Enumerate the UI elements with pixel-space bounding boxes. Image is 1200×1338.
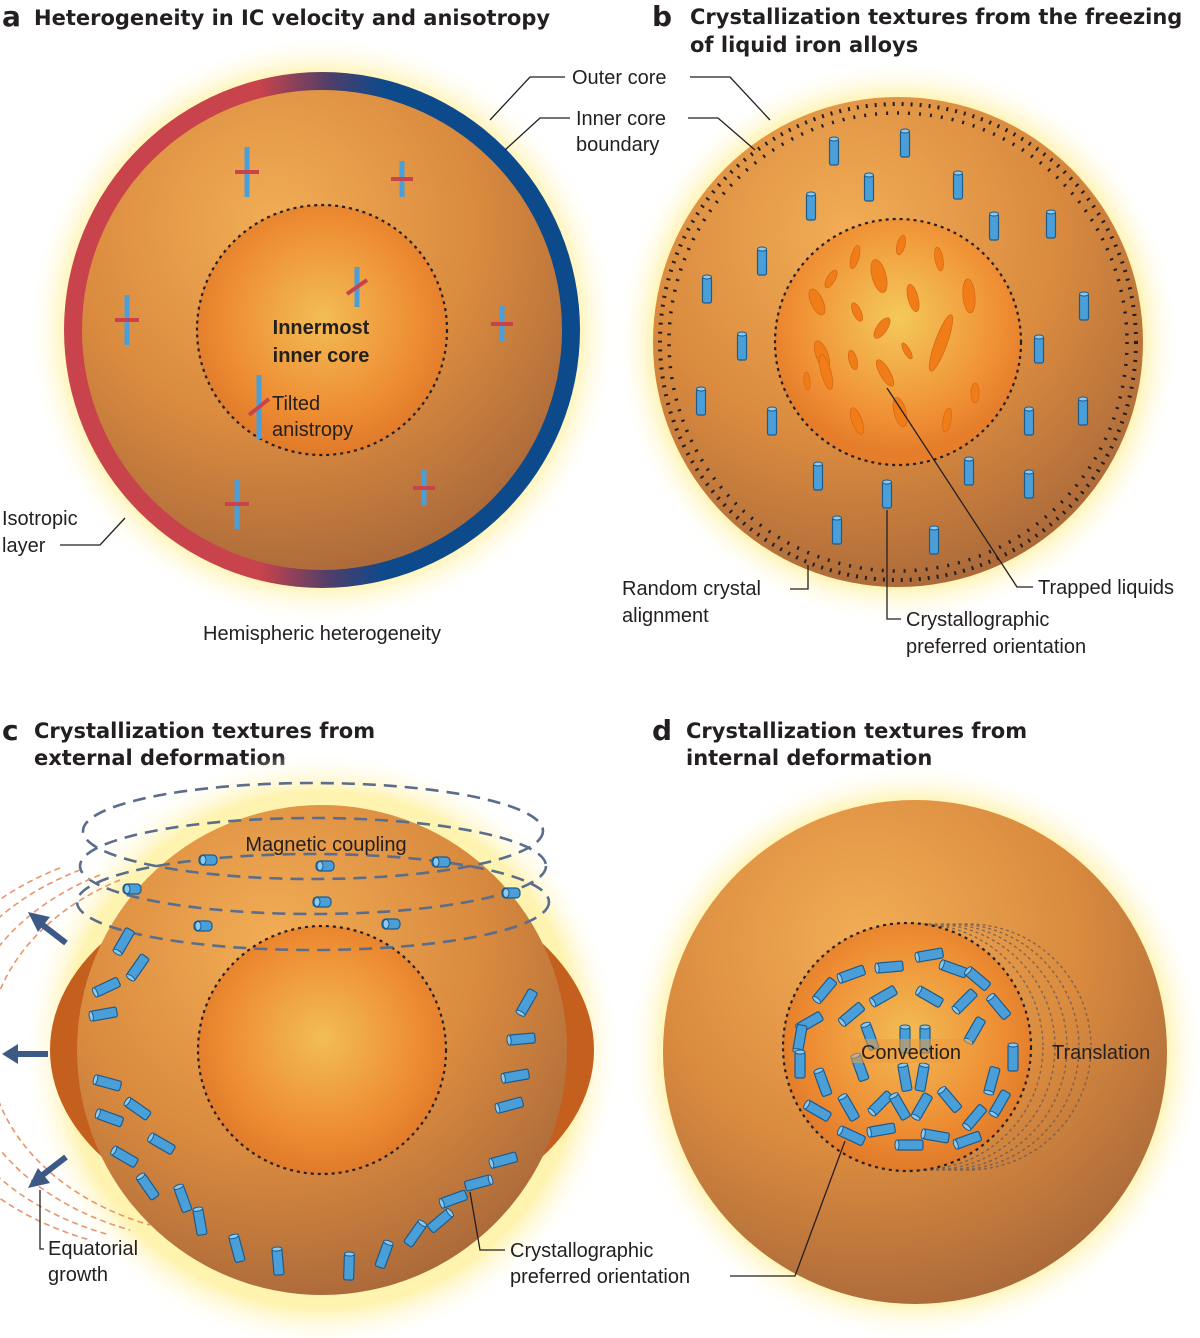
equatorial-leader: [39, 1190, 44, 1250]
panel-c-letter: c: [2, 714, 19, 747]
panel-c-title-1: Crystallization textures from: [34, 719, 375, 743]
equatorial-label-2: growth: [48, 1264, 108, 1286]
panel-b: b Crystallization textures from the free…: [489, 0, 1182, 658]
arrow-left-icon: [2, 1044, 48, 1064]
innermost-label-1: Innermost: [273, 317, 370, 339]
icb-label-2: boundary: [576, 134, 659, 156]
trapped-leader: [886, 387, 1033, 588]
panel-a: a Heterogeneity in IC velocity and aniso…: [2, 0, 618, 645]
outer-core-label: Outer core: [572, 67, 666, 89]
mushy-zone-inner: [667, 111, 1129, 573]
random-leader: [790, 565, 809, 590]
mushy-zone-outer: [658, 102, 1138, 582]
cpo-leader: [886, 510, 901, 620]
equatorial-growth-arrows: [0, 867, 151, 1241]
anisotropy-crystal-markers: [115, 147, 513, 529]
cpo-shared-leader: [730, 1140, 846, 1277]
arrow-down-left-icon: [28, 1154, 68, 1188]
icb-label-1: Inner core: [576, 108, 666, 130]
panel-d-letter: d: [652, 714, 672, 747]
panel-d-title-1: Crystallization textures from: [686, 719, 1027, 743]
random-label-1: Random crystal: [622, 578, 761, 600]
cpo-label-2: preferred orientation: [510, 1266, 690, 1288]
cpo-label-1: Crystallographic: [906, 609, 1049, 631]
panel-b-title-1: Crystallization textures from the freezi…: [690, 5, 1182, 29]
innermost-boundary: [195, 203, 449, 457]
tilted-label-2: anistropy: [272, 419, 353, 441]
innermost-inner-core: [198, 926, 446, 1174]
cpo-leader: [469, 1191, 505, 1251]
convection-label: Convection: [861, 1042, 961, 1064]
panel-a-title: Heterogeneity in IC velocity and anisotr…: [34, 6, 550, 30]
innermost-inner-core: [775, 219, 1021, 465]
panel-b-letter: b: [652, 0, 672, 33]
isotropic-leader: [60, 517, 126, 546]
arrow-up-left-icon: [28, 912, 68, 946]
magnetic-label: Magnetic coupling: [245, 834, 406, 856]
convection-label-bg: [850, 1039, 972, 1063]
panel-c: c Crystallization textures from external…: [0, 714, 690, 1338]
innermost-boundary: [781, 921, 1033, 1173]
outer-core-leader-a: [489, 76, 565, 121]
translation-label: Translation: [1052, 1042, 1150, 1064]
random-label-2: alignment: [622, 605, 709, 627]
outer-core-leader-b: [690, 76, 771, 121]
trapped-label: Trapped liquids: [1038, 577, 1174, 599]
icb-leader-a: [504, 117, 570, 151]
icb-leader-b: [688, 117, 756, 151]
equatorial-label-1: Equatorial: [48, 1238, 138, 1260]
cpo-label-2: preferred orientation: [906, 636, 1086, 658]
magnetic-coupling-rings: [75, 781, 551, 952]
isotropic-label-1: Isotropic: [2, 508, 78, 530]
panel-b-title-2: of liquid iron alloys: [690, 33, 918, 57]
innermost-boundary: [196, 924, 448, 1176]
tilted-label-1: Tilted: [272, 393, 320, 415]
panel-d: d Crystallization textures from internal…: [625, 714, 1200, 1338]
innermost-boundary: [773, 217, 1023, 467]
cpo-label-1: Crystallographic: [510, 1240, 653, 1262]
trapped-liquid-lenses: [803, 234, 980, 435]
innermost-label-2: inner core: [273, 345, 370, 367]
panel-a-letter: a: [2, 0, 21, 33]
isotropic-label-2: layer: [2, 535, 46, 557]
hemispheric-label: Hemispheric heterogeneity: [203, 623, 441, 645]
